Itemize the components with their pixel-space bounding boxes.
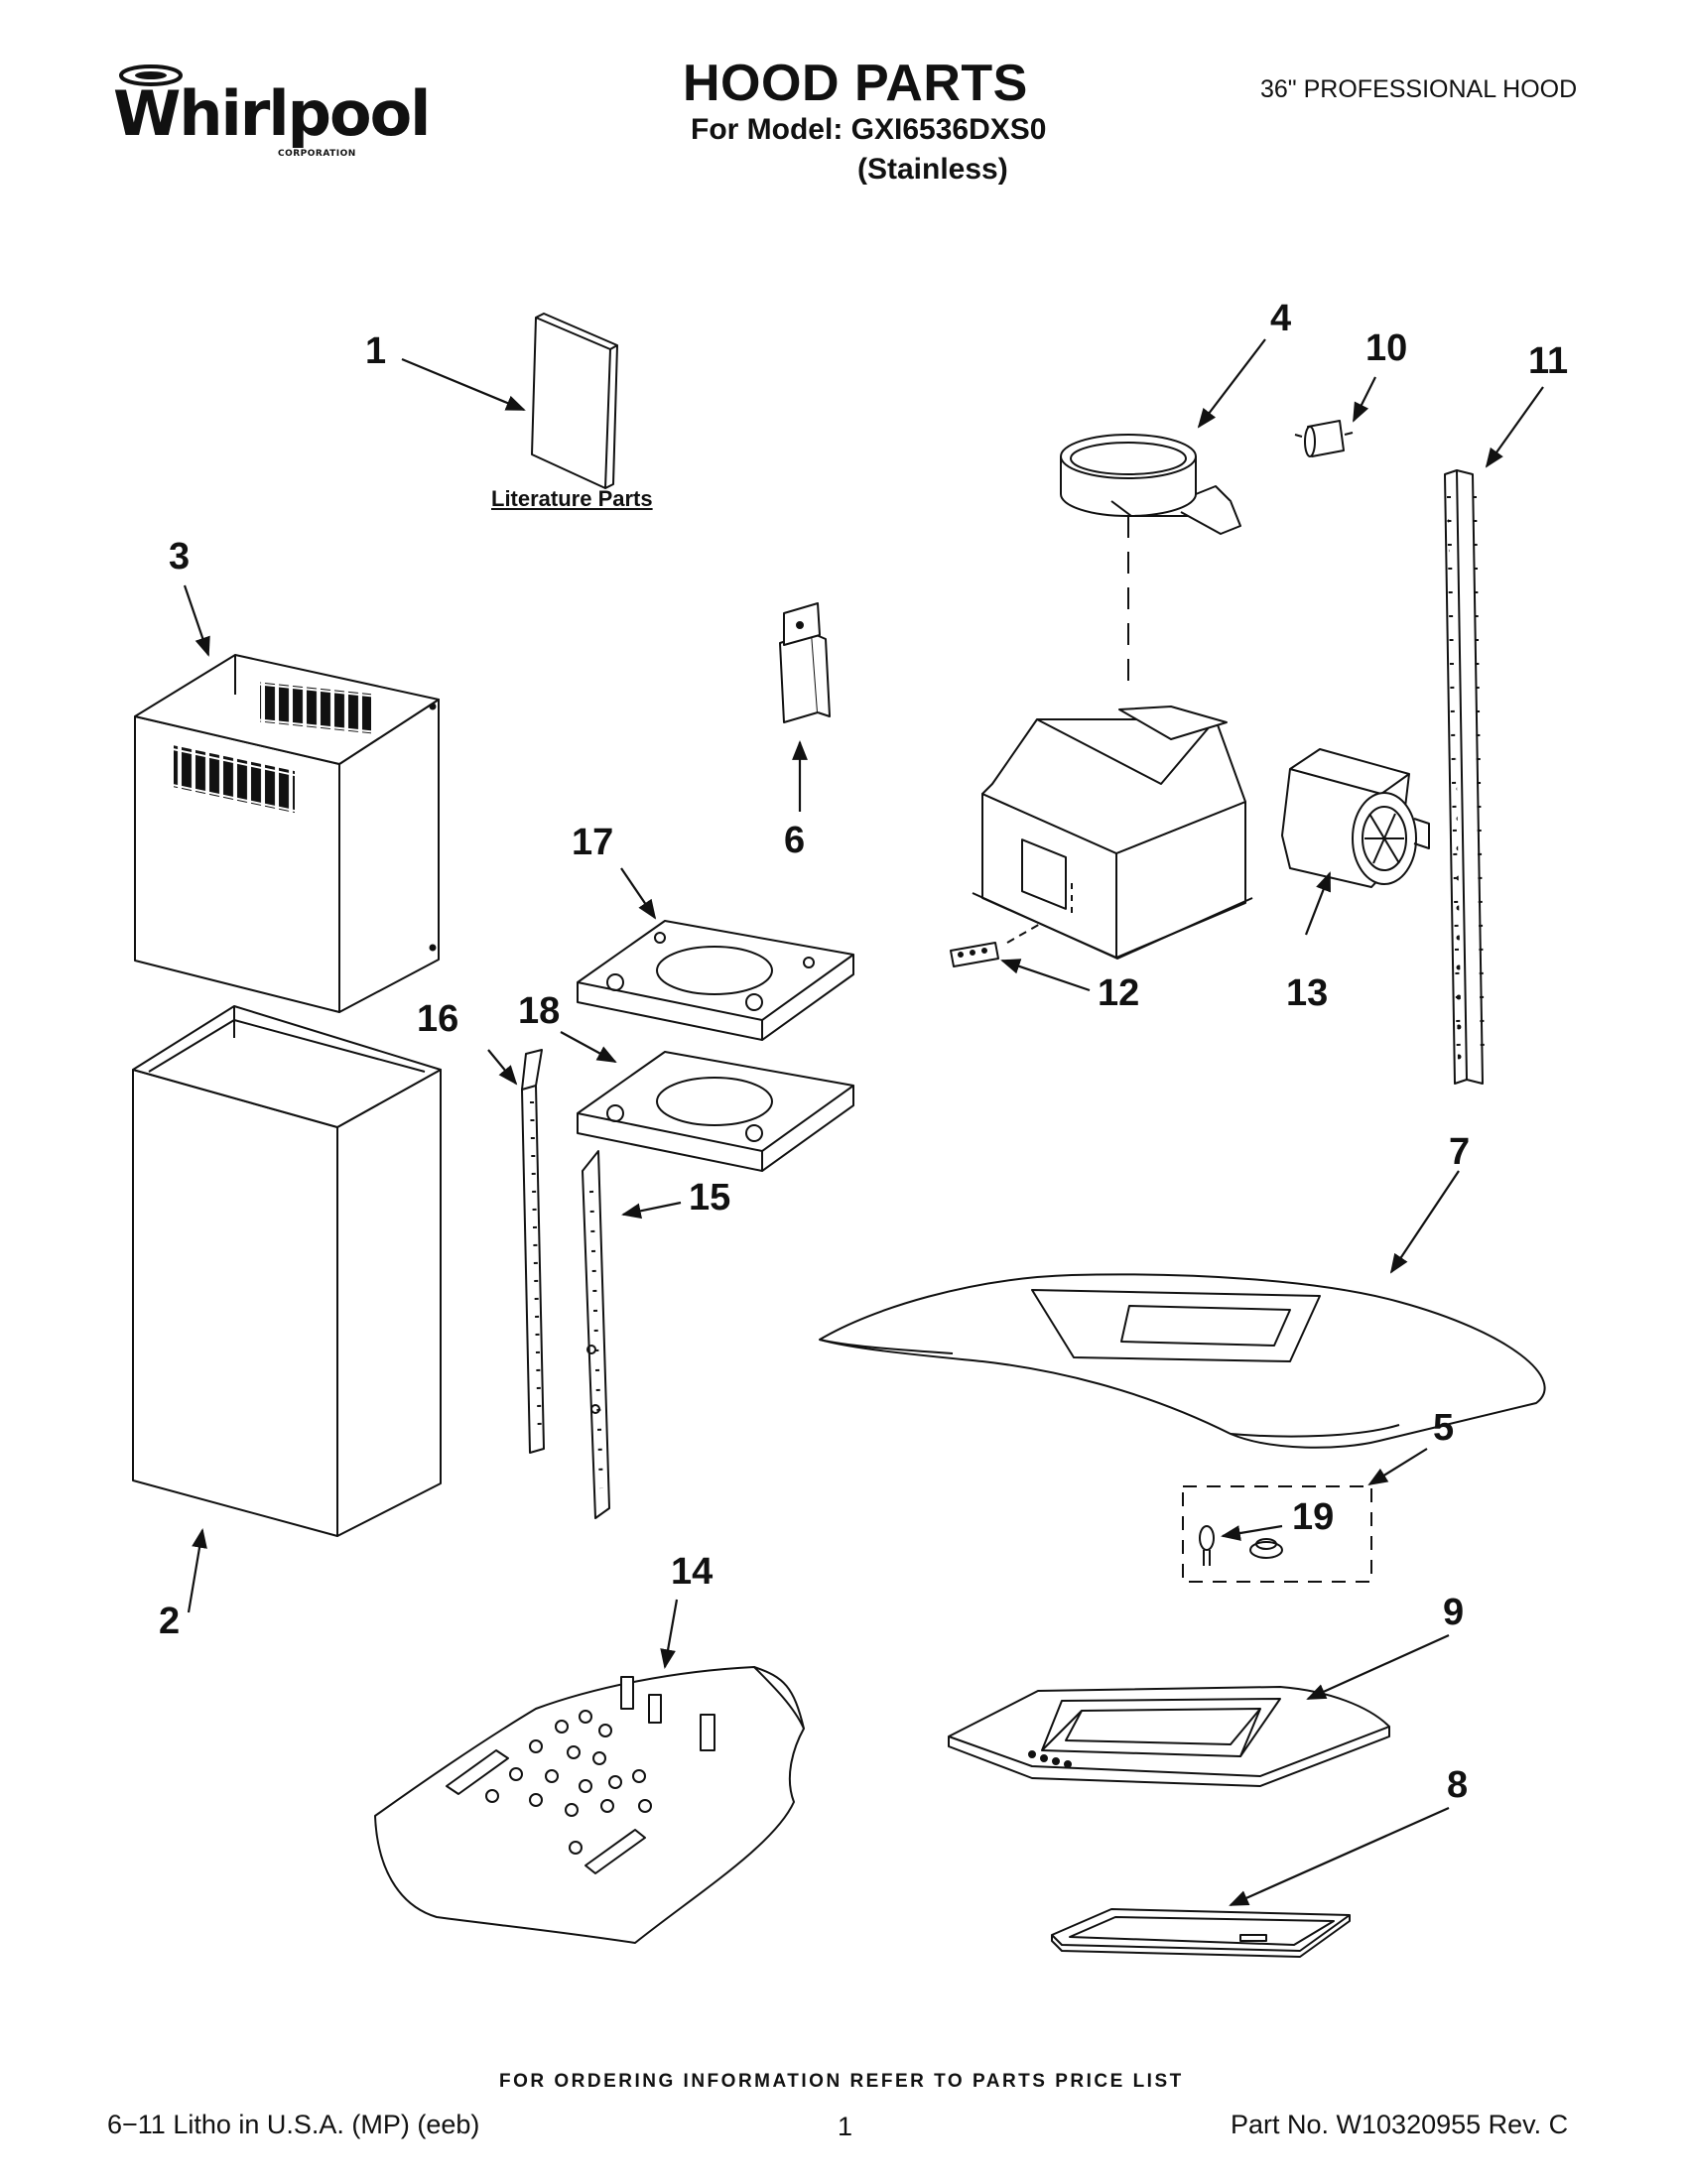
part-17-mount-plate-top [578,921,853,1040]
brand-logo: Whirlpool CORPORATION [109,62,431,161]
part-7-canopy-glass [820,1274,1545,1447]
callout-9: 9 [1443,1592,1465,1633]
callout-19: 19 [1292,1496,1335,1538]
literature-parts-label: Literature Parts [491,486,653,511]
ordering-note: FOR ORDERING INFORMATION REFER TO PARTS … [499,2071,1184,2092]
callout-10: 10 [1365,327,1408,369]
callout-1: 1 [365,330,387,372]
callout-12: 12 [1098,972,1140,1014]
page-title: HOOD PARTS [683,55,1028,112]
callout-4: 4 [1270,298,1292,339]
part-6-control-box [780,603,830,722]
brand-name: Whirlpool [113,77,431,150]
callout-16: 16 [417,998,459,1040]
part-11-rail [1445,470,1483,1084]
product-name: 36" PROFESSIONAL HOOD [1260,75,1578,103]
part-4-duct-collar [1061,435,1240,685]
part-1-literature [532,314,617,488]
part-18-mount-plate-bottom [578,1052,853,1171]
logo-swirl-icon [119,64,183,86]
finish-label: (Stainless) [857,153,1008,186]
part-14-hardware-bag [375,1667,804,1943]
litho-info: 6−11 Litho in U.S.A. (MP) (eeb) [107,2110,480,2139]
page-number: 1 [838,2112,853,2141]
callout-2: 2 [159,1601,181,1642]
part-3-upper-chimney [135,655,439,1012]
part-16-bracket [522,1050,544,1453]
callout-15: 15 [689,1177,731,1219]
callout-17: 17 [572,822,614,863]
part-number: Part No. W10320955 Rev. C [1231,2110,1569,2139]
blower-housing [973,707,1252,959]
part-2-lower-chimney [133,1006,441,1536]
model-line: For Model: GXI6536DXS0 [691,113,1047,146]
callout-18: 18 [518,990,561,1032]
callout-3: 3 [169,536,191,578]
callout-13: 13 [1286,972,1329,1014]
callout-6: 6 [784,820,806,861]
part-12-terminal-block [951,923,1042,966]
callout-leaders [185,339,1543,1905]
part-19-bulb-and-socket [1200,1526,1282,1566]
part-10-capacitor [1295,421,1353,456]
callout-7: 7 [1449,1131,1471,1173]
callout-11: 11 [1528,340,1569,382]
part-15-bracket [583,1151,609,1518]
brand-corporation: CORPORATION [278,149,356,159]
callout-14: 14 [671,1551,714,1593]
part-8-grease-filter [1052,1909,1350,1957]
part-9-filter-frame [949,1687,1389,1786]
callout-8: 8 [1447,1764,1469,1806]
callout-5: 5 [1433,1407,1455,1449]
part-13-blower-wheel [1282,749,1429,887]
